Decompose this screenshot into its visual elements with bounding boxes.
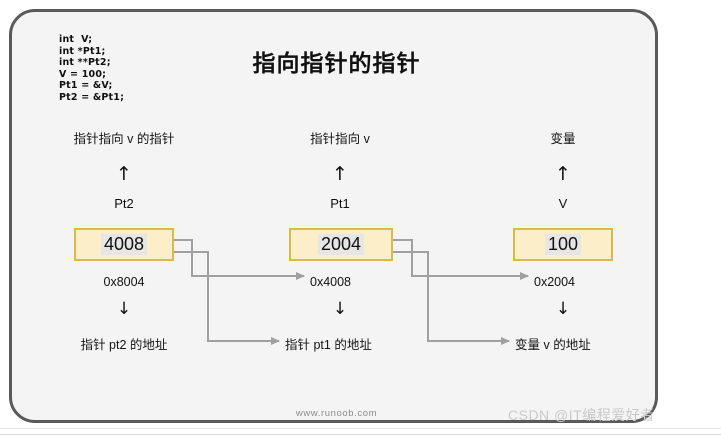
page-divider	[0, 434, 721, 435]
memory-box-v: 100	[513, 228, 613, 261]
wire-pt1-to-addr2004	[393, 239, 529, 280]
address-label-pt1: 0x4008	[310, 275, 352, 289]
up-arrow-icon-v: ↑	[555, 163, 571, 185]
down-arrow-icon-v: ↓	[555, 299, 571, 319]
up-arrow-icon-pt1: ↑	[332, 163, 348, 185]
address-description-v: 变量 v 的地址	[515, 338, 591, 352]
wire-pt2-to-addr4008	[173, 239, 305, 280]
site-footer: www.runoob.com	[295, 408, 378, 419]
memory-value-v: 100	[544, 234, 582, 255]
down-arrow-icon-pt1: ↓	[332, 299, 348, 319]
down-arrow-icon-pt2: ↓	[116, 299, 132, 319]
column-role-label-pt1: 指针指向 v	[310, 132, 370, 146]
address-label-pt2: 0x8004	[103, 275, 145, 289]
memory-value-pt2: 4008	[100, 234, 148, 255]
wire-pt1-to-label-v	[393, 251, 510, 345]
address-label-v: 0x2004	[534, 275, 576, 289]
csdn-watermark: CSDN @IT编程爱好者	[508, 407, 655, 423]
address-description-pt1: 指针 pt1 的地址	[285, 338, 372, 352]
address-description-pt2: 指针 pt2 的地址	[80, 338, 168, 352]
diagram-card: int V; int *Pt1; int **Pt2; V = 100; Pt1…	[9, 9, 658, 423]
variable-name-v: V	[558, 196, 568, 211]
wire-pt2-to-label-pt1	[173, 251, 280, 345]
column-role-label-pt2: 指针指向 v 的指针	[73, 132, 175, 146]
memory-value-pt1: 2004	[317, 234, 365, 255]
code-snippet: int V; int *Pt1; int **Pt2; V = 100; Pt1…	[59, 34, 125, 103]
variable-name-pt2: Pt2	[114, 196, 134, 211]
diagram-title: 指向指针的指针	[252, 50, 421, 76]
up-arrow-icon-pt2: ↑	[116, 163, 132, 185]
variable-name-pt1: Pt1	[330, 196, 350, 211]
page-divider-top	[0, 428, 721, 429]
memory-box-pt2: 4008	[74, 228, 174, 261]
memory-box-pt1: 2004	[289, 228, 393, 261]
column-role-label-v: 变量	[550, 132, 576, 146]
